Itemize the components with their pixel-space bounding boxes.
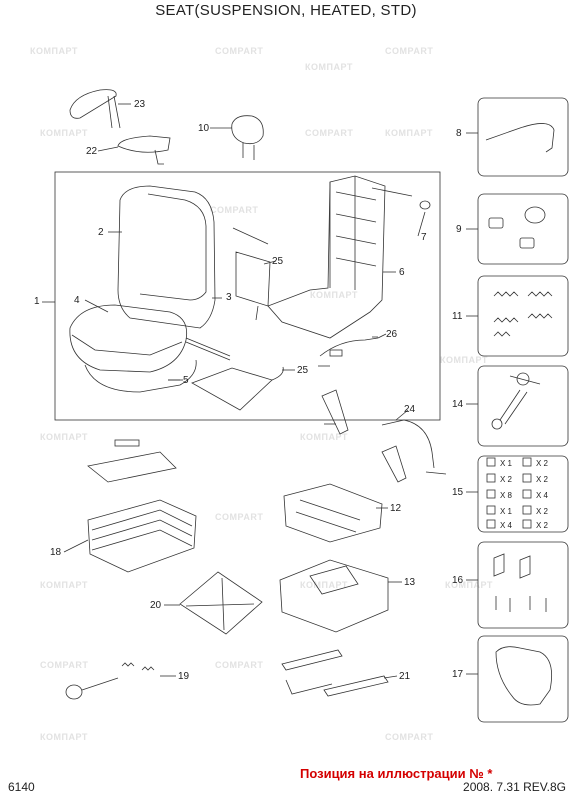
headrest-part (231, 115, 264, 145)
part-label: 26 (386, 329, 398, 340)
part-label: 25 (297, 365, 309, 376)
quantity-label: X 8 (500, 491, 513, 500)
part-label: 3 (226, 292, 232, 303)
armrest-part (69, 89, 117, 119)
quantity-label: X 2 (536, 475, 549, 484)
page-number: 6140 (8, 780, 35, 794)
quantity-label: X 2 (536, 459, 549, 468)
page-title: SEAT(SUSPENSION, HEATED, STD) (155, 2, 417, 19)
part-label: 12 (390, 503, 402, 514)
part-label: 22 (86, 146, 98, 157)
seat-cushion-part (69, 304, 188, 373)
quantity-label: X 4 (536, 491, 549, 500)
callout-box-11 (477, 275, 569, 357)
watermark-text: КОМПАРТ (30, 46, 78, 56)
watermark-text: КОМПАРТ (385, 128, 433, 138)
part-label: 11 (452, 311, 463, 322)
revision-date: 2008. 7.31 REV.8G (463, 780, 566, 794)
part-label: 4 (74, 295, 80, 306)
callout-box-16 (477, 541, 569, 629)
watermark-text: КОМПАРТ (305, 62, 353, 72)
suspension-base-part (279, 559, 389, 633)
slide-mechanism-part (283, 483, 383, 543)
part-label: 24 (404, 404, 416, 415)
callout-box-15 (477, 455, 569, 533)
quantity-label: X 1 (500, 459, 513, 468)
part-label: 23 (134, 99, 146, 110)
part-label: 15 (452, 487, 464, 498)
watermark-text: COMPART (215, 512, 264, 522)
watermark-text: COMPART (215, 46, 264, 56)
part-label: 16 (452, 575, 464, 586)
watermark-text: COMPART (385, 732, 434, 742)
part-label: 7 (421, 232, 427, 243)
watermark-text: КОМПАРТ (310, 290, 358, 300)
callout-box-17 (477, 635, 569, 723)
quantity-label: X 1 (500, 507, 513, 516)
callout-box-14 (477, 365, 569, 447)
part-label: 20 (150, 600, 162, 611)
part-label: 9 (456, 224, 462, 235)
watermark-text: КОМПАРТ (445, 580, 493, 590)
backrest-part (117, 185, 216, 329)
seat-frame-part (267, 175, 386, 339)
part-label: 13 (404, 577, 416, 588)
watermark-text: КОМПАРТ (40, 580, 88, 590)
armrest-pad-part (117, 135, 171, 153)
part-label: 14 (452, 399, 464, 410)
quantity-label: X 2 (536, 507, 549, 516)
quantity-label: X 2 (500, 475, 513, 484)
heating-pad-part (235, 251, 271, 307)
part-label: 10 (198, 123, 210, 134)
watermark-text: КОМПАРТ (40, 732, 88, 742)
watermark-text: COMPART (305, 128, 354, 138)
watermark-text: КОМПАРТ (40, 432, 88, 442)
callout-box-9 (477, 193, 569, 265)
assembly-outline (54, 171, 441, 421)
footer-note: Позиция на иллюстрации № * (300, 766, 493, 781)
part-label: 6 (399, 267, 405, 278)
part-label: 18 (50, 547, 62, 558)
watermark-text: COMPART (40, 660, 89, 670)
watermark-text: КОМПАРТ (40, 128, 88, 138)
watermark-text: COMPART (210, 205, 259, 215)
watermark-text: COMPART (385, 46, 434, 56)
part-label: 8 (456, 128, 462, 139)
scissor-link-part (179, 571, 263, 635)
part-label: 19 (178, 671, 190, 682)
part-label: 2 (98, 227, 104, 238)
quantity-label: X 2 (536, 521, 549, 530)
part-label: 21 (399, 671, 411, 682)
part-label: 17 (452, 669, 464, 680)
quantity-label: X 4 (500, 521, 513, 530)
watermark-text: КОМПАРТ (300, 432, 348, 442)
heating-pad-part (191, 367, 273, 411)
part-label: 5 (183, 375, 189, 386)
watermark-text: КОМПАРТ (300, 580, 348, 590)
callout-box-8 (477, 97, 569, 177)
bellows-part (87, 499, 197, 573)
watermark-text: COMPART (215, 660, 264, 670)
part-label: 1 (34, 296, 40, 307)
watermark-text: КОМПАРТ (440, 355, 488, 365)
part-label: 25 (272, 256, 284, 267)
